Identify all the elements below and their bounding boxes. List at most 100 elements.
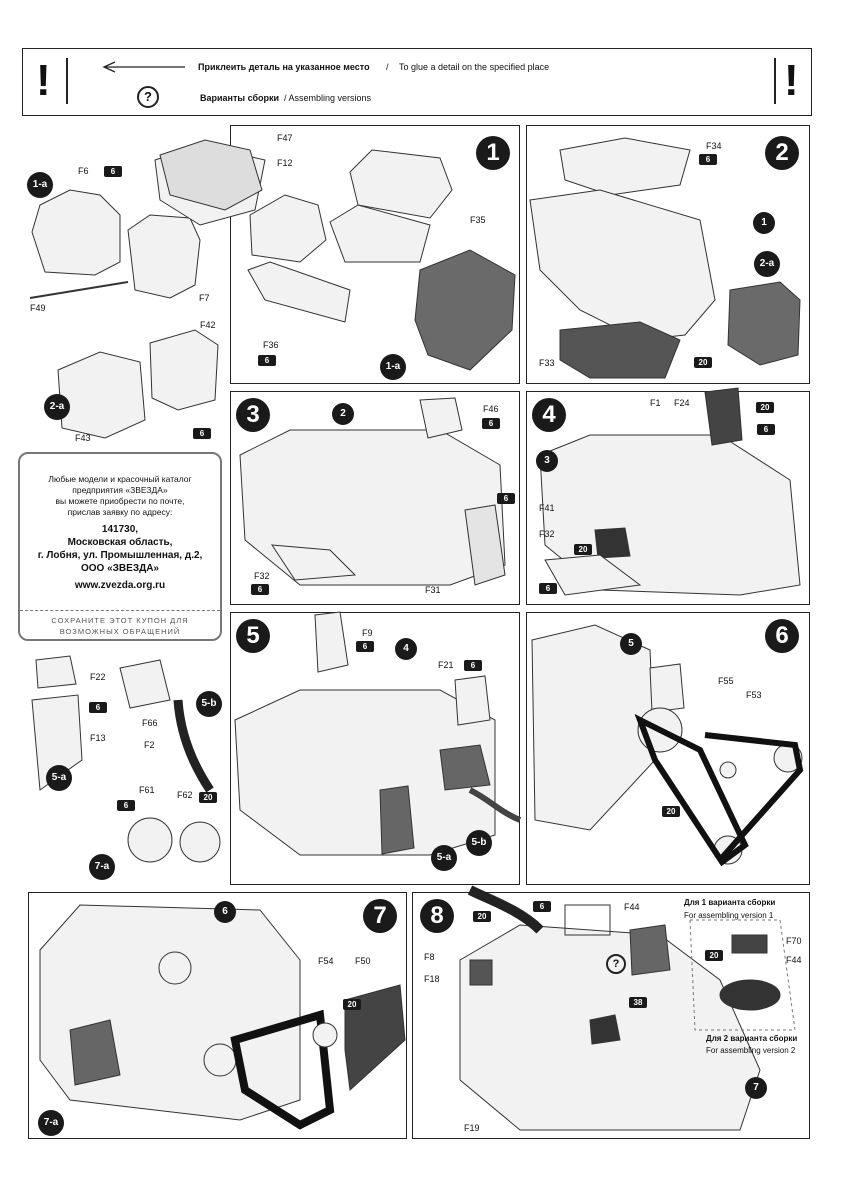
version-2-ru: Для 2 варианта сборки bbox=[706, 1034, 798, 1043]
coupon-line4: прислав заявку по адресу: bbox=[67, 507, 173, 517]
coupon-line3: вы можете приобрести по почте, bbox=[55, 496, 185, 506]
part-f24: F24 bbox=[674, 398, 690, 408]
part-f61: F61 bbox=[139, 785, 155, 795]
part-f55: F55 bbox=[718, 676, 734, 686]
ref-6-step7: 6 bbox=[214, 901, 236, 923]
badge-6: 6 bbox=[464, 660, 482, 671]
coupon-line1: Любые модели и красочный каталог bbox=[48, 474, 192, 484]
part-f18: F18 bbox=[424, 974, 440, 984]
badge-20: 20 bbox=[705, 950, 723, 961]
version-1-ru: Для 1 варианта сборки bbox=[684, 898, 776, 907]
part-f54: F54 bbox=[318, 956, 334, 966]
badge-6: 6 bbox=[699, 154, 717, 165]
ref-5b-step5: 5-b bbox=[466, 830, 492, 856]
part-f2: F2 bbox=[144, 740, 155, 750]
glue-en: To glue a detail on the specified place bbox=[399, 62, 550, 72]
step-number-5: 5 bbox=[236, 619, 270, 653]
part-f66: F66 bbox=[142, 718, 158, 728]
badge-20: 20 bbox=[662, 806, 680, 817]
sub-5a-label: 5-a bbox=[46, 765, 72, 791]
step-number-6: 6 bbox=[765, 619, 799, 653]
versions-text: Варианты сборки bbox=[200, 93, 280, 103]
part-f70: F70 bbox=[786, 936, 802, 946]
part-f53: F53 bbox=[746, 690, 762, 700]
part-f43: F43 bbox=[75, 433, 91, 443]
badge-6: 6 bbox=[251, 584, 269, 595]
step-number-7: 7 bbox=[363, 899, 397, 933]
badge-38: 38 bbox=[629, 997, 647, 1008]
part-f44-v2: F44 bbox=[786, 955, 802, 965]
part-f35: F35 bbox=[470, 215, 486, 225]
part-f62: F62 bbox=[177, 790, 193, 800]
part-f7: F7 bbox=[199, 293, 210, 303]
versions-en: / Assembling versions bbox=[284, 93, 372, 103]
ref-7-step8: 7 bbox=[745, 1077, 767, 1099]
part-f22: F22 bbox=[90, 672, 106, 682]
ref-2-step3: 2 bbox=[332, 403, 354, 425]
step-6-panel bbox=[526, 612, 810, 885]
sub-2a-label: 2-a bbox=[44, 394, 70, 420]
part-f21: F21 bbox=[438, 660, 454, 670]
legend-exclaim-right: ! bbox=[784, 56, 799, 105]
part-f49: F49 bbox=[30, 303, 46, 313]
badge-6: 6 bbox=[539, 583, 557, 594]
coupon-footer: СОХРАНИТЕ ЭТОТ КУПОН ДЛЯ ВОЗМОЖНЫХ ОБРАЩ… bbox=[20, 610, 220, 639]
legend-exclaim-left: ! bbox=[36, 56, 51, 105]
coupon-foot-1: СОХРАНИТЕ ЭТОТ КУПОН ДЛЯ bbox=[51, 616, 189, 625]
glue-sep: / bbox=[386, 62, 389, 72]
step-number-8: 8 bbox=[420, 899, 454, 933]
ref-1-step2: 1 bbox=[753, 212, 775, 234]
part-f9: F9 bbox=[362, 628, 373, 638]
question-icon: ? bbox=[137, 86, 159, 108]
part-f41: F41 bbox=[539, 503, 555, 513]
badge-20: 20 bbox=[694, 357, 712, 368]
badge-6: 6 bbox=[104, 166, 122, 177]
badge-6: 6 bbox=[89, 702, 107, 713]
version-2-en: For assembling version 2 bbox=[706, 1046, 796, 1055]
step-3-panel bbox=[230, 391, 520, 605]
part-f8: F8 bbox=[424, 952, 435, 962]
legend-bar-left bbox=[66, 58, 68, 104]
badge-6: 6 bbox=[117, 800, 135, 811]
part-f1: F1 bbox=[650, 398, 661, 408]
ref-5-step6: 5 bbox=[620, 633, 642, 655]
badge-6: 6 bbox=[497, 493, 515, 504]
sub-1a-label: 1-a bbox=[27, 172, 53, 198]
coupon-company: ООО «ЗВЕЗДА» bbox=[80, 563, 159, 574]
part-f47: F47 bbox=[277, 133, 293, 143]
glue-text: Приклеить деталь на указанное место bbox=[198, 62, 370, 72]
step-7-panel bbox=[28, 892, 407, 1139]
part-f46: F46 bbox=[483, 404, 499, 414]
part-f12: F12 bbox=[277, 158, 293, 168]
ref-5a-step5: 5-a bbox=[431, 845, 457, 871]
ref-1a-step1: 1-a bbox=[380, 354, 406, 380]
badge-20: 20 bbox=[343, 999, 361, 1010]
badge-6: 6 bbox=[193, 428, 211, 439]
badge-20: 20 bbox=[756, 402, 774, 413]
version-question-icon: ? bbox=[606, 954, 626, 974]
step-number-3: 3 bbox=[236, 398, 270, 432]
part-f50: F50 bbox=[355, 956, 371, 966]
part-f13: F13 bbox=[90, 733, 106, 743]
legend-bar-right bbox=[774, 58, 776, 104]
version-1-en: For assembling version 1 bbox=[684, 911, 774, 920]
badge-6: 6 bbox=[258, 355, 276, 366]
coupon-region: Московская область, bbox=[67, 537, 173, 548]
part-f42: F42 bbox=[200, 320, 216, 330]
sub-7a-label: 7-a bbox=[89, 854, 115, 880]
step-number-4: 4 bbox=[532, 398, 566, 432]
badge-6: 6 bbox=[757, 424, 775, 435]
step-number-1: 1 bbox=[476, 136, 510, 170]
badge-6: 6 bbox=[356, 641, 374, 652]
part-f36: F36 bbox=[263, 340, 279, 350]
part-f32-step4: F32 bbox=[539, 529, 555, 539]
part-f6: F6 bbox=[78, 166, 89, 176]
part-f31: F31 bbox=[425, 585, 441, 595]
part-f32-step3: F32 bbox=[254, 571, 270, 581]
coupon-street: г. Лобня, ул. Промышленная, д.2, bbox=[37, 550, 203, 561]
ref-2a-step2: 2-a bbox=[754, 251, 780, 277]
ref-4-step5: 4 bbox=[395, 638, 417, 660]
sub-5b-label: 5-b bbox=[196, 691, 222, 717]
badge-6: 6 bbox=[533, 901, 551, 912]
coupon-foot-2: ВОЗМОЖНЫХ ОБРАЩЕНИЙ bbox=[59, 627, 181, 636]
